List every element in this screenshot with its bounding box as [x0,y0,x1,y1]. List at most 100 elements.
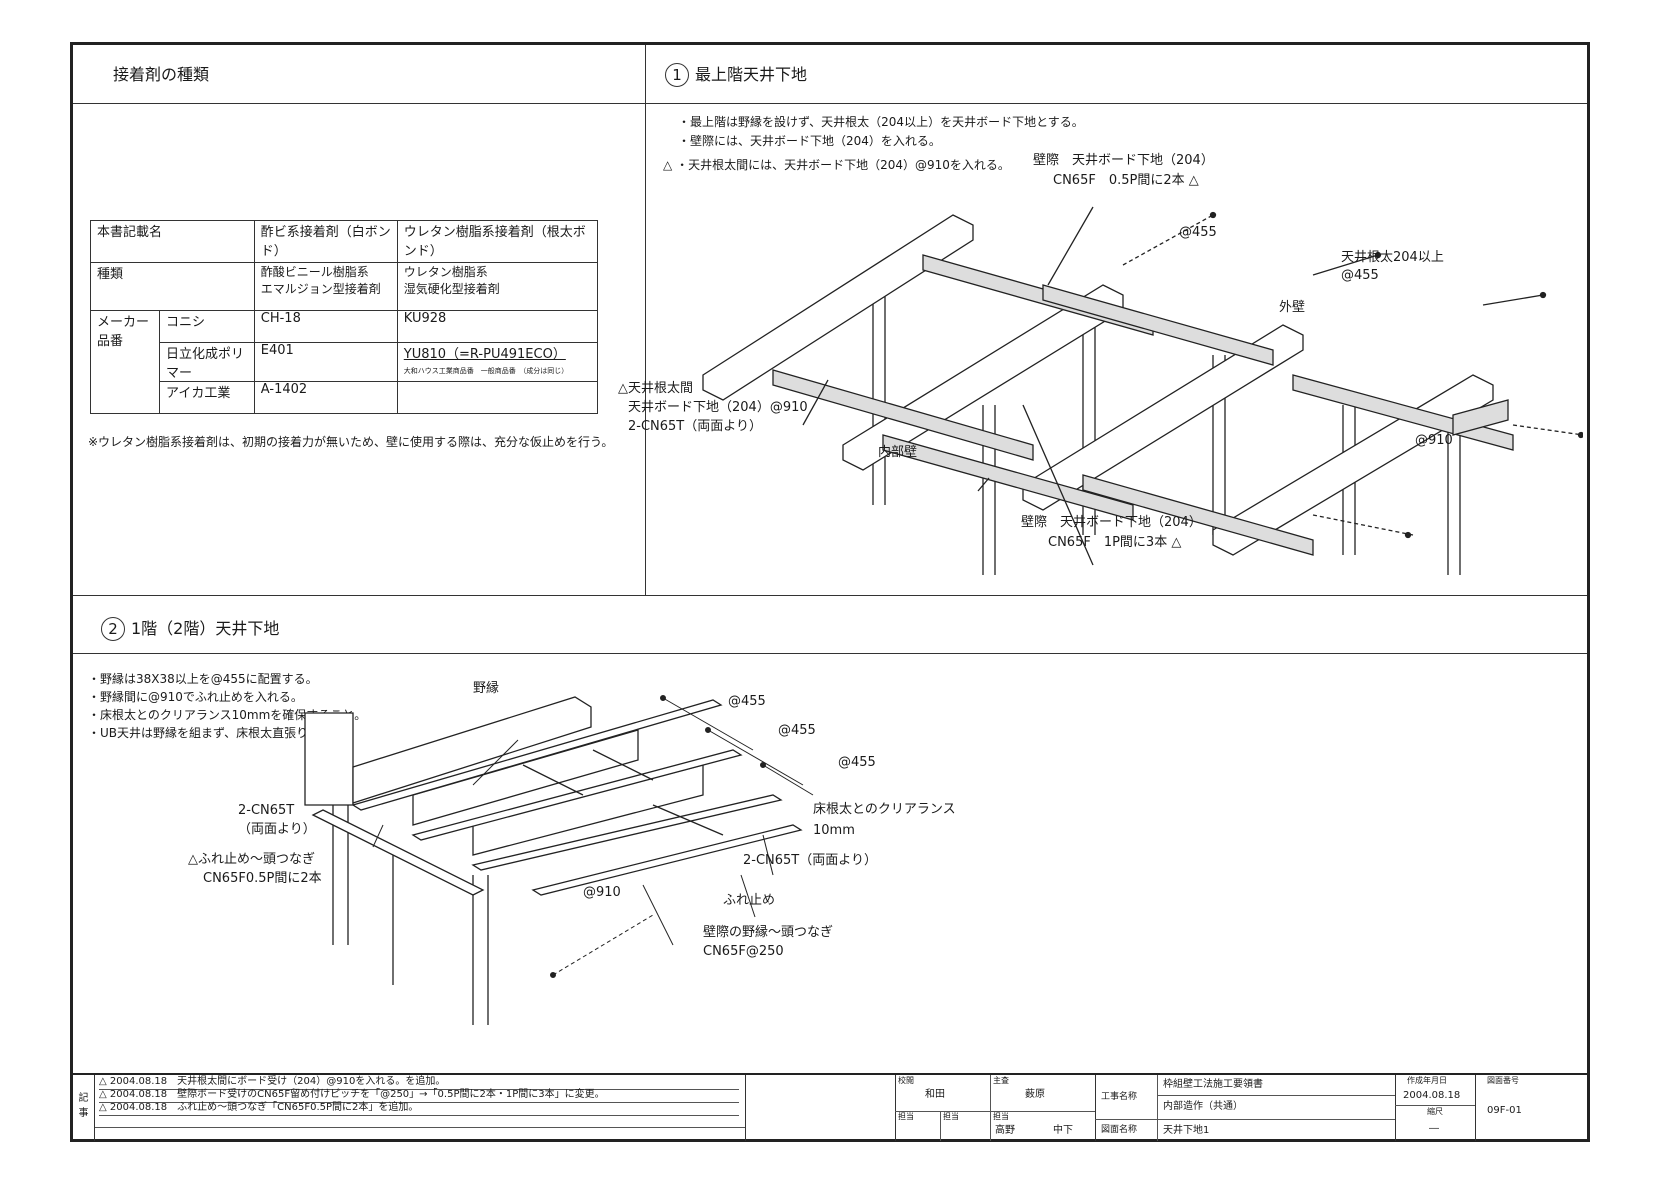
label-between-text: 天井根太間 [628,381,694,396]
revision-triangle-icon: △ [188,852,198,867]
staff-label: 担当 [898,1112,914,1121]
revision-list: △ 2004.08.18 天井根太間にボード受け（204）@910を入れる。を追… [95,1075,746,1141]
label-wall-top-nail-text: CN65F 0.5P間に2本 [1053,173,1185,188]
revision-triangle-icon: △ [1188,173,1199,188]
section2-rule [73,653,1587,654]
kind-vinyl: 酢酸ビニール樹脂系 エマルジョン型接着剤 [253,262,398,311]
project-block: 工事名称 枠組壁工法施工要領書 内部造作（共通） 図面名称 天井下地1 [1095,1075,1396,1141]
product-a: CH-18 [253,310,398,343]
check-label: 校閲 [898,1076,914,1085]
label-pitch-a: @455 [728,694,766,709]
label-brace-nail: CN65F0.5P間に2本 [203,871,322,886]
label-brace: △ふれ止め～頭つなぎ [188,852,315,868]
date-block: 作成年月日 2004.08.18 縮尺 ― [1395,1075,1476,1141]
chief-label: 主査 [993,1076,1009,1085]
date-divider [1395,1105,1475,1106]
revision-text: 2004.08.18 天井根太間にボード受け（204）@910を入れる。を追加。 [109,1076,446,1087]
label-wall-top-nail: CN65F 0.5P間に2本 △ [1053,173,1199,189]
revision-text: 2004.08.18 壁際ボード受けのCN65F留め付けピッチを「@250」→「… [109,1089,605,1100]
project-divider-2 [1095,1119,1395,1120]
approval-divider-v2 [940,1111,941,1141]
product-a: E401 [253,342,398,382]
revision-blank-row [95,1127,745,1128]
project-divider-v [1157,1075,1158,1141]
revision-triangle-icon: △ [663,158,673,172]
section1-drawing [702,206,1583,575]
maker-name: コニシ [159,310,255,343]
label-joist-pitch: @455 [1341,268,1379,283]
label-between-board: 天井ボード下地（204）@910 [628,400,808,415]
date-value: 2004.08.18 [1403,1090,1461,1101]
label-clearance-value: 10mm [813,823,855,838]
drawing-label: 図面名称 [1101,1125,1138,1135]
section2-title: 1階（2階）天井下地 [131,619,280,638]
label-pitch-b: @455 [778,723,816,738]
adhesive-title: 接着剤の種類 [113,65,210,84]
section2-note: ・UB天井は野縁を組まず、床根太直張りとする。 [88,726,356,740]
product-b [396,381,599,414]
project-label: 工事名称 [1101,1092,1138,1102]
label-wall-noen-nail: CN65F@250 [703,944,784,959]
section1-title: 最上階天井下地 [695,65,808,84]
date-label: 作成年月日 [1407,1076,1447,1085]
label-furedome: ふれ止め [723,893,776,908]
label-clearance: 床根太とのクリアランス [813,802,956,817]
label-pitch-c: @455 [838,755,876,770]
mid-rule [73,595,1587,596]
revision-row: △ 2004.08.18 天井根太間にボード受け（204）@910を入れる。を追… [99,1076,739,1090]
approval-divider [895,1111,1095,1112]
label-exterior: 外壁 [1279,300,1306,315]
drawing-sheet: 接着剤の種類 本書記載名 酢ビ系接着剤（白ボンド） ウレタン樹脂系接着剤（根太ボ… [70,42,1590,1142]
revision-triangle-icon: △ [618,381,628,396]
adhesive-table: 本書記載名 酢ビ系接着剤（白ボンド） ウレタン樹脂系接着剤（根太ボンド） 種類 … [90,220,599,414]
kind-label: 種類 [90,262,255,311]
bottom-strip: 記 事 △ 2004.08.18 天井根太間にボード受け（204）@910を入れ… [73,1073,1587,1141]
label-cn65t-left-sub: （両面より） [238,822,316,837]
label-noen: 野縁 [473,681,500,696]
sub-name: 内部造作（共通） [1163,1101,1243,1112]
drawing-name: 天井下地1 [1163,1125,1210,1136]
label-cn65t-left: 2-CN65T [238,803,295,818]
revision-row: △ 2004.08.18 壁際ボード受けのCN65F留め付けピッチを「@250」… [99,1089,739,1103]
label-joist: 天井根太204以上 [1341,250,1444,265]
label-inner-wall: 内部壁 [878,445,918,460]
section2-drawing [304,695,814,1025]
th-name: 本書記載名 [90,220,255,263]
staff-label: 担当 [943,1112,959,1121]
label-between-nail: 2-CN65T（両面より） [628,419,762,434]
revision-triangle-icon: △ [1171,535,1182,550]
label-cn65t-right: 2-CN65T（両面より） [743,853,877,868]
th-urethane: ウレタン樹脂系接着剤（根太ボンド） [396,220,599,263]
revision-triangle-icon: △ [99,1102,107,1113]
number-block: 図面番号 09F-01 [1475,1075,1585,1141]
section1-note: ・壁際には、天井ボード下地（204）を入れる。 [678,134,941,148]
approval-divider-v [990,1075,991,1141]
th-vinyl: 酢ビ系接着剤（白ボンド） [253,220,398,263]
project-divider [1157,1095,1395,1096]
revision-triangle-icon: △ [99,1089,107,1100]
vertical-divider [645,45,646,595]
label-brace-text: ふれ止め～頭つなぎ [198,852,316,867]
maker-name: 日立化成ポリマー [159,342,255,382]
maker-name: アイカ工業 [159,381,255,414]
staff-name: 中下 [1053,1125,1073,1136]
section2-note: ・野縁間に@910でふれ止めを入れる。 [88,690,303,704]
label-between: △天井根太間 [618,381,693,397]
label-wall-bottom-nail: CN65F 1P間に3本 △ [1048,535,1181,551]
section2-note: ・野縁は38X38以上を@455に配置する。 [88,672,318,686]
label-at910: @910 [1415,433,1453,448]
section1-note-revised: △ ・天井根太間には、天井ボード下地（204）@910を入れる。 [663,158,1010,173]
label-at910-2: @910 [583,885,621,900]
number-label: 図面番号 [1487,1076,1519,1085]
scale-value: ― [1429,1123,1439,1134]
project-name: 枠組壁工法施工要領書 [1163,1079,1263,1090]
product-b: KU928 [396,310,599,343]
product-a: A-1402 [253,381,398,414]
label-at455: @455 [1179,225,1217,240]
label-wall-bottom-nail-text: CN65F 1P間に3本 [1048,535,1168,550]
revision-text: 2004.08.18 ふれ止め～頭つなぎ「CN65F0.5P間に2本」を追加。 [109,1102,419,1113]
product-b-cell: YU810（=R-PU491ECO） 大和ハウス工業商品番 一般商品番 （成分は… [396,342,599,382]
check-name: 和田 [925,1089,945,1100]
